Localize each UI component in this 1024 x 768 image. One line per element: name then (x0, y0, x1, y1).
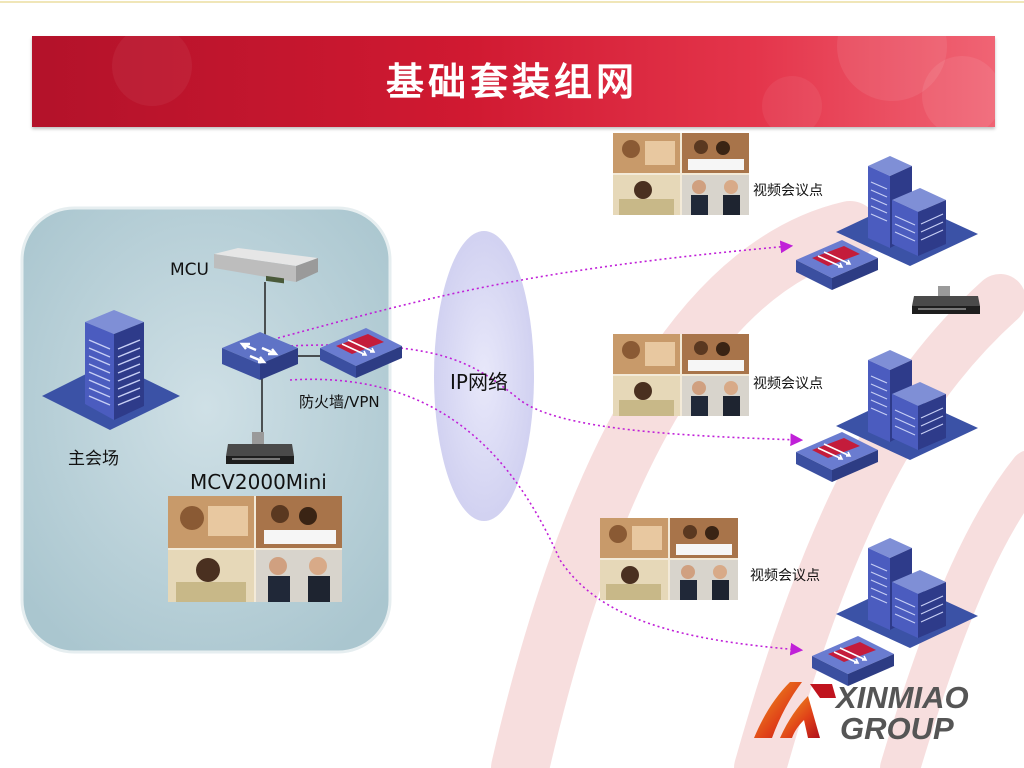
ip-network-label: IP网络 (450, 370, 508, 394)
logo-line-2: GROUP (840, 711, 954, 744)
site-3-label: 视频会议点 (750, 568, 820, 584)
site-2-photo (613, 334, 749, 416)
conference-photo-collage (168, 496, 342, 602)
terminal-label: MCV2000Mini (190, 470, 327, 494)
site-2-building-icon (836, 350, 978, 460)
site-2-firewall-icon (796, 432, 878, 482)
firewall-icon (320, 328, 402, 378)
site-3-building-icon (836, 538, 978, 648)
page-title: 基础套装组网 (385, 59, 638, 104)
title-banner (32, 36, 995, 127)
site-1-terminal-icon (912, 286, 980, 314)
terminal-device-icon (226, 432, 294, 464)
site-1-label: 视频会议点 (753, 183, 823, 199)
site-3-photo (600, 518, 738, 600)
logo-mark-icon (754, 682, 802, 738)
main-site-label: 主会场 (68, 449, 119, 469)
main-building-icon (42, 310, 180, 430)
link-to-site-3 (289, 378, 804, 656)
site-1-firewall-icon (796, 240, 878, 290)
mcu-device-icon (214, 248, 318, 284)
site-1-photo (613, 133, 749, 215)
logo-line-1: XINMIAO (834, 680, 969, 715)
mcu-label: MCU (170, 260, 209, 280)
firewall-label: 防火墙/VPN (299, 393, 380, 411)
banner-bubbles (112, 36, 995, 127)
site-3-firewall-icon (812, 636, 894, 686)
site-2-label: 视频会议点 (753, 376, 823, 392)
site-1-building-icon (836, 156, 978, 266)
switch-icon (222, 332, 298, 380)
xinmiao-logo: XINMIAO GROUP (754, 680, 969, 744)
